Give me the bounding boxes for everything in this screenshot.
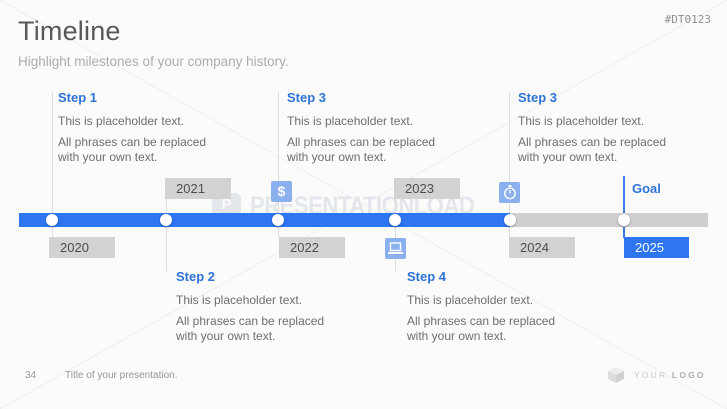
- milestone-dot-2021: [160, 214, 172, 226]
- step-label: Step 4: [407, 269, 447, 284]
- logo-text-your: YOUR: [634, 370, 668, 380]
- footer-presentation-title: Title of your presentation.: [65, 370, 178, 381]
- year-label-2025: 2025: [624, 237, 689, 258]
- step-text-line: All phrases can be replaced: [518, 135, 667, 149]
- milestone-dot-2024: [504, 214, 516, 226]
- logo-text: YOUR LOGO: [634, 370, 706, 380]
- page-title: Timeline: [18, 16, 121, 46]
- step-block-2: Step 2 This is placeholder text. All phr…: [176, 269, 336, 344]
- milestone-dot-2022: [272, 214, 284, 226]
- step-text-line: All phrases can be replaced: [176, 314, 325, 328]
- connector-step3: [278, 92, 279, 238]
- step-text-line: This is placeholder text.: [176, 293, 303, 307]
- template-code: #DT0123: [664, 13, 711, 26]
- step-block-5: Step 3 This is placeholder text. All phr…: [518, 90, 678, 165]
- dollar-icon: $: [277, 183, 286, 199]
- connector-step1: [52, 92, 53, 238]
- step-block-3: Step 3 This is placeholder text. All phr…: [287, 90, 447, 165]
- step-label: Step 2: [176, 269, 216, 284]
- cube-logo-icon: [608, 367, 624, 383]
- dollar-icon-tile: $: [271, 181, 292, 202]
- step-text-line: All phrases can be replaced: [287, 135, 436, 149]
- step-text-line: All phrases can be replaced: [58, 135, 207, 149]
- laptop-icon: [388, 242, 403, 254]
- goal-label: Goal: [632, 181, 661, 196]
- year-label-2022: 2022: [279, 237, 345, 258]
- logo-text-logo: LOGO: [671, 370, 706, 380]
- footer-logo: YOUR LOGO: [607, 366, 706, 384]
- year-label-2021: 2021: [165, 178, 231, 199]
- step-text-line: This is placeholder text.: [518, 114, 645, 128]
- laptop-icon-tile: [385, 238, 406, 259]
- step-text-line: All phrases can be replaced: [407, 314, 556, 328]
- step-text-line: This is placeholder text.: [58, 114, 185, 128]
- timeline-bar-progress: [19, 213, 510, 227]
- step-label: Step 3: [287, 90, 327, 105]
- step-text-line: with your own text.: [407, 329, 507, 343]
- page-subtitle: Highlight milestones of your company his…: [18, 54, 289, 69]
- step-text-line: with your own text.: [58, 150, 158, 164]
- step-block-4: Step 4 This is placeholder text. All phr…: [407, 269, 567, 344]
- year-label-2024: 2024: [509, 237, 575, 258]
- step-text-line: with your own text.: [176, 329, 276, 343]
- milestone-dot-2020: [46, 214, 58, 226]
- step-text-line: with your own text.: [518, 150, 618, 164]
- year-label-2020: 2020: [49, 237, 115, 258]
- step-text-line: with your own text.: [287, 150, 387, 164]
- step-text-line: This is placeholder text.: [287, 114, 414, 128]
- connector-goal: [623, 176, 625, 238]
- page-number: 34: [25, 370, 37, 381]
- stopwatch-icon: [503, 185, 516, 200]
- step-block-1: Step 1 This is placeholder text. All phr…: [58, 90, 218, 165]
- connector-step5: [509, 92, 510, 238]
- year-label-2023: 2023: [394, 178, 460, 199]
- step-label: Step 1: [58, 90, 98, 105]
- step-label: Step 3: [518, 90, 558, 105]
- milestone-dot-2023: [389, 214, 401, 226]
- step-text-line: This is placeholder text.: [407, 293, 534, 307]
- stopwatch-icon-tile: [499, 182, 520, 203]
- milestone-dot-2025: [618, 214, 630, 226]
